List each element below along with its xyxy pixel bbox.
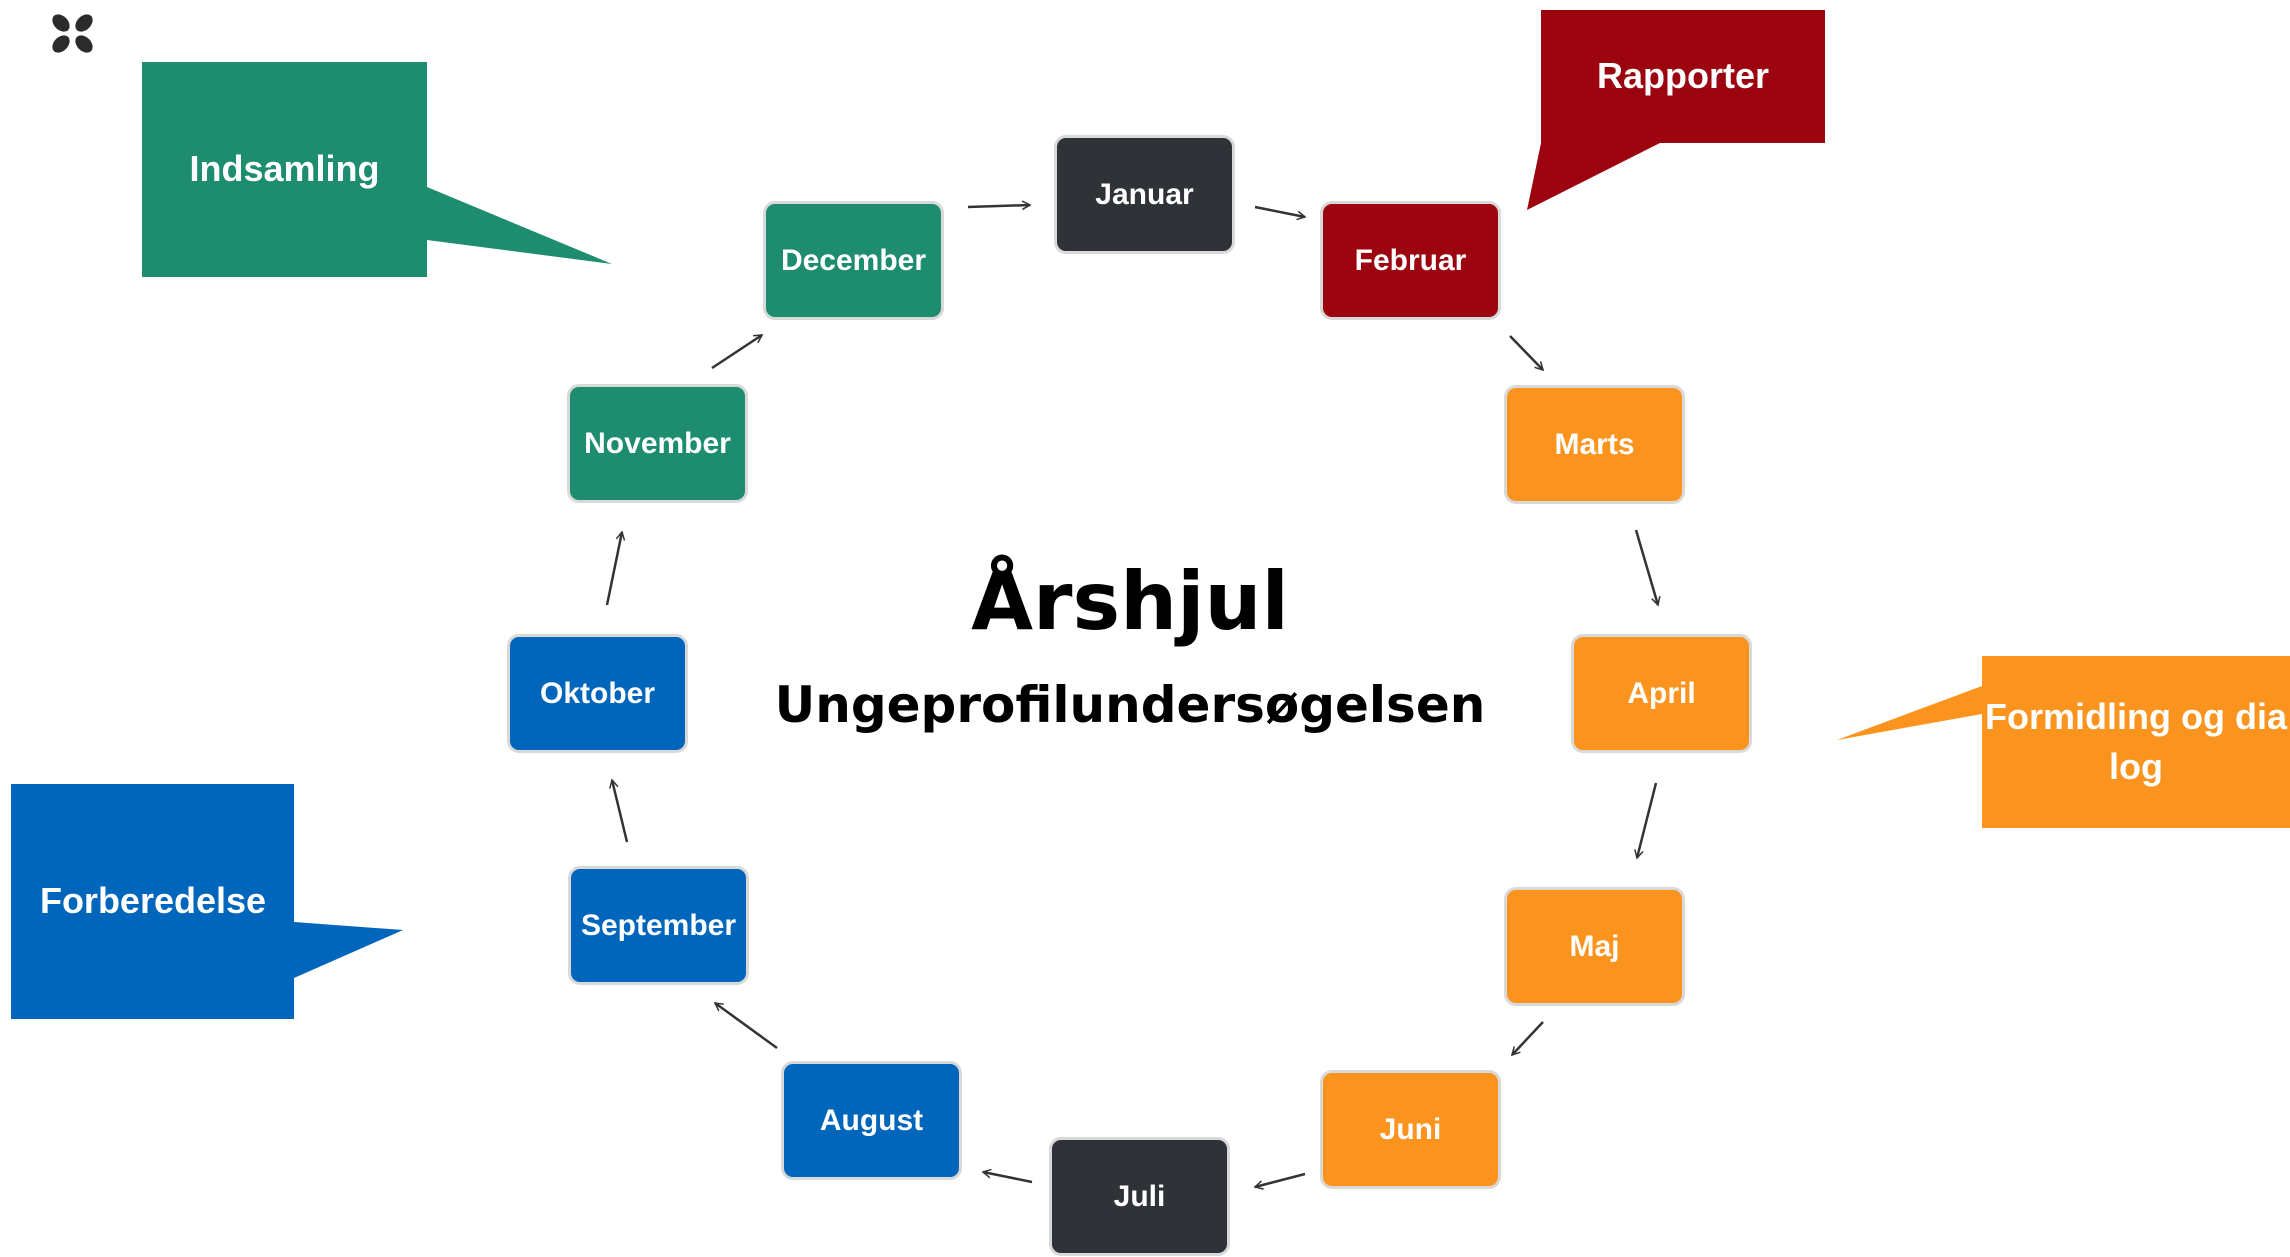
month-box-juli: Juli xyxy=(1049,1137,1230,1256)
arrow-februar-to-marts xyxy=(1509,335,1545,372)
month-box-november: November xyxy=(567,384,748,503)
arrow-november-to-december xyxy=(711,333,764,370)
month-box-juni: Juni xyxy=(1320,1070,1501,1189)
month-box-september: September xyxy=(568,866,749,985)
arrow-juli-to-august xyxy=(981,1168,1033,1184)
arrow-oktober-to-november xyxy=(605,530,626,606)
month-box-februar: Februar xyxy=(1320,201,1501,320)
callout-rapporter-label: Rapporter xyxy=(1596,55,1770,97)
month-box-april: April xyxy=(1571,634,1752,753)
month-box-marts: Marts xyxy=(1504,385,1685,504)
month-box-maj: Maj xyxy=(1504,887,1685,1006)
callout-forberedelse-shape xyxy=(11,784,403,1019)
diagram-subtitle: Ungeprofilundersøgelsen xyxy=(774,676,1486,734)
callout-indsamling-label: Indsamling xyxy=(189,148,380,190)
month-box-oktober: Oktober xyxy=(507,634,688,753)
diagram-title: Årshjul xyxy=(971,555,1289,648)
callout-formidling-label: Formidling og dialog xyxy=(1985,695,2287,787)
callout-rapporter-shape xyxy=(1527,10,1825,210)
callout-forberedelse-label: Forberedelse xyxy=(39,880,267,922)
arrow-januar-to-februar xyxy=(1254,205,1307,221)
month-box-august: August xyxy=(781,1061,962,1180)
arrow-august-to-september xyxy=(713,1001,778,1050)
arrow-marts-to-april xyxy=(1634,529,1661,607)
arrow-maj-to-juni xyxy=(1510,1021,1544,1057)
callout-formidling-shape xyxy=(1837,656,2290,828)
arrow-september-to-oktober xyxy=(609,778,629,843)
month-box-december: December xyxy=(763,201,944,320)
month-box-januar: Januar xyxy=(1054,135,1235,254)
arrow-december-to-januar xyxy=(967,200,1032,211)
four-petal-logo-icon xyxy=(52,14,93,53)
arrow-juni-to-juli xyxy=(1253,1172,1306,1190)
arrow-april-to-maj xyxy=(1634,782,1658,860)
callout-indsamling-shape xyxy=(142,62,612,277)
